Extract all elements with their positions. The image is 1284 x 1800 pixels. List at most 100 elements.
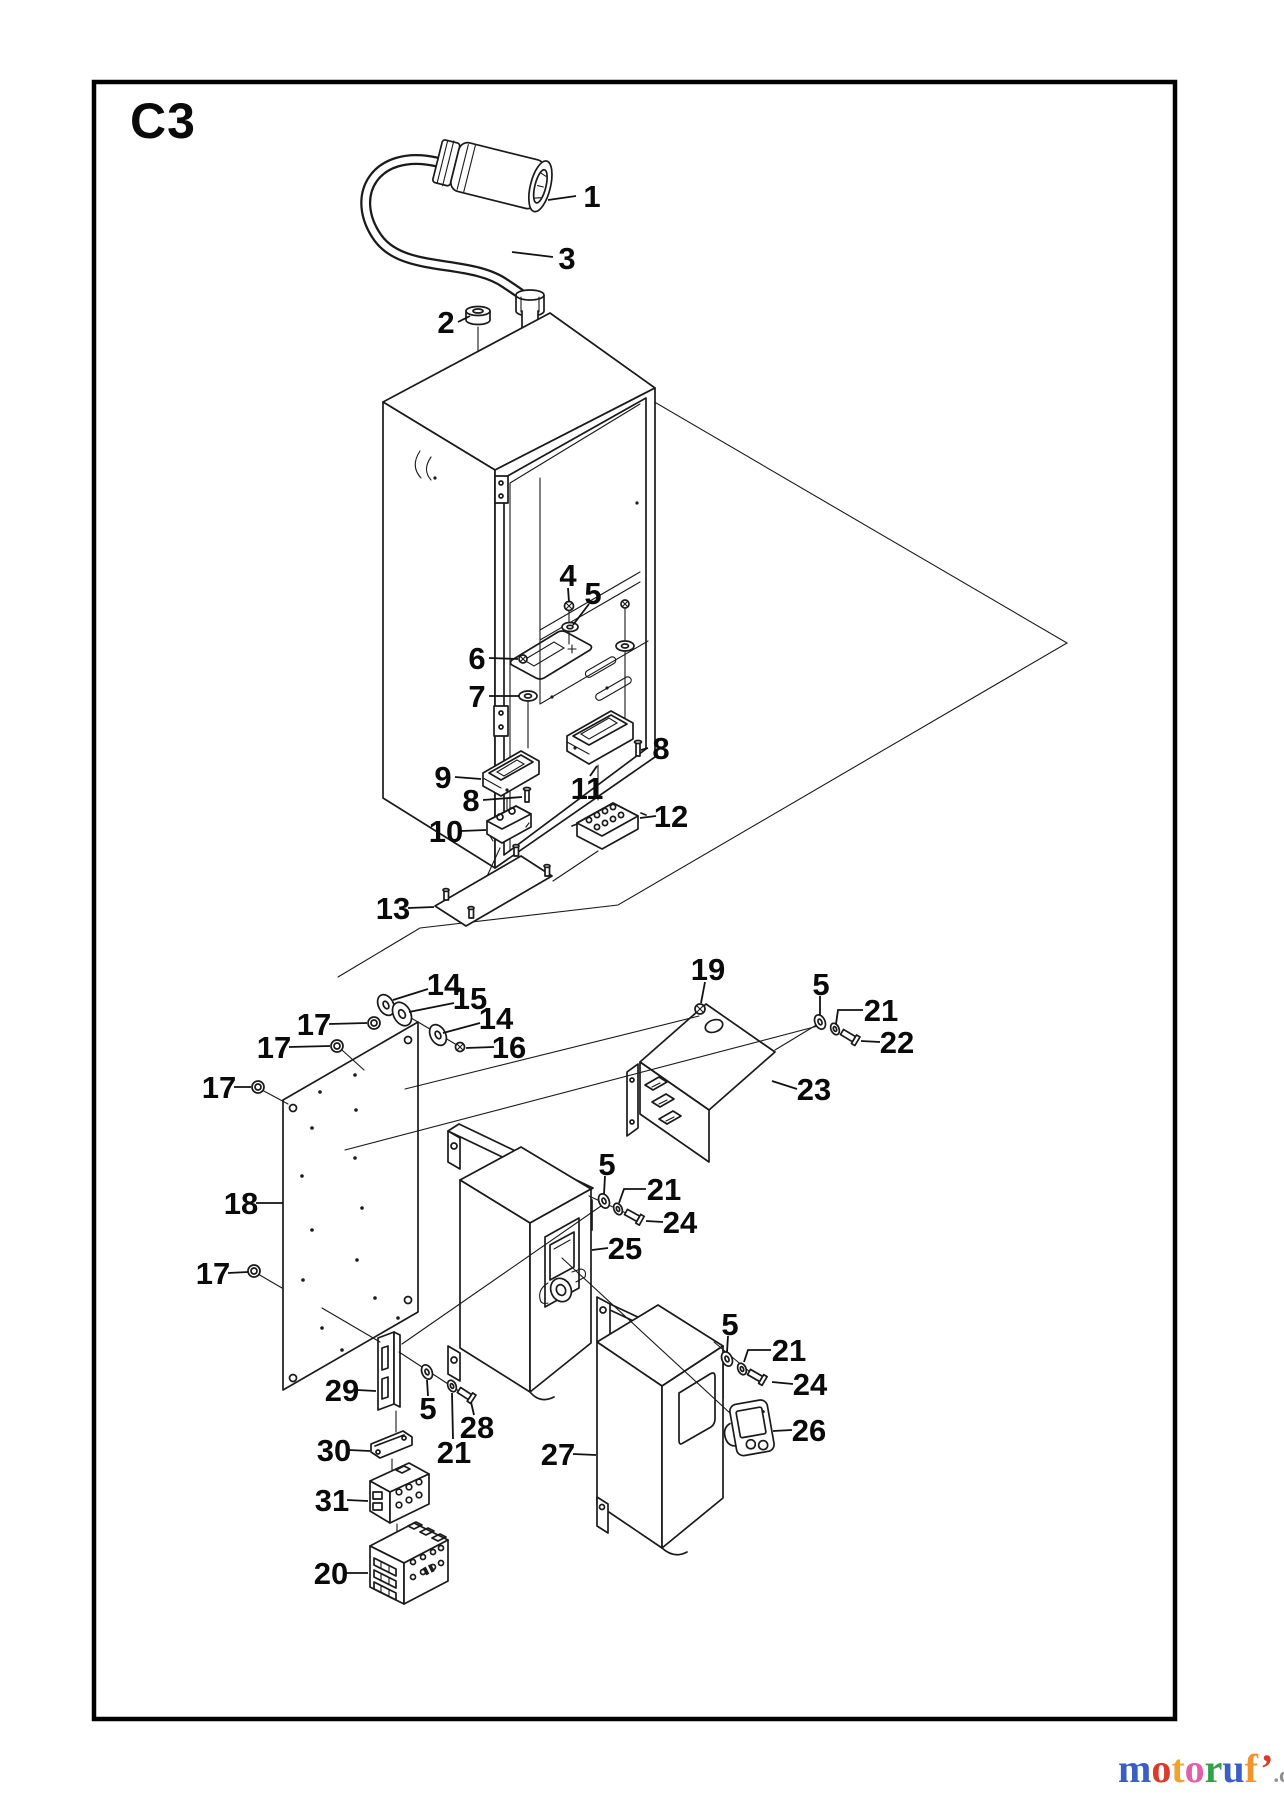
- washer-5c: [597, 1193, 611, 1209]
- callout-23-25: 23: [797, 1072, 831, 1107]
- circuit-breaker-31: [369, 1462, 430, 1542]
- callout-6-5: 6: [468, 641, 485, 676]
- hinge-bottom: [493, 705, 509, 737]
- leader-line-3: [511, 251, 554, 258]
- gasket-tray-9: [482, 750, 540, 797]
- callout-18-26: 18: [224, 1186, 258, 1221]
- leader-line-4: [567, 587, 570, 603]
- logo-domain-suffix: .de: [1273, 1762, 1284, 1787]
- callout-30-41: 30: [317, 1433, 351, 1468]
- leader-line-21: [743, 1349, 771, 1363]
- screw-8-right: [633, 739, 643, 757]
- inverter-25: [447, 1123, 594, 1401]
- logo-letter: ’: [1260, 1746, 1274, 1791]
- washer-5-floor-left: [561, 621, 579, 633]
- motoruf-logo[interactable]: motoruf’.de: [1118, 1748, 1284, 1796]
- screw-28: [456, 1386, 477, 1405]
- screw-8-left: [522, 786, 532, 803]
- callout-5-22: 5: [812, 967, 829, 1002]
- callout-25-31: 25: [608, 1231, 642, 1266]
- callout-8-7: 8: [652, 731, 669, 766]
- washer-21d: [446, 1379, 458, 1393]
- leader-line-21: [451, 1392, 454, 1440]
- washer-7: [518, 690, 538, 702]
- bracket-30: [370, 1430, 413, 1478]
- washer-14a: [376, 993, 396, 1017]
- logo-letter: f: [1244, 1746, 1261, 1791]
- callout-27-36: 27: [541, 1437, 575, 1472]
- callout-14-14: 14: [427, 967, 462, 1002]
- hinge-top: [494, 475, 509, 504]
- inverter-display: [544, 1217, 580, 1308]
- leader-line-11: [589, 765, 598, 777]
- floor-fasteners: [518, 599, 635, 749]
- contactor-box-23: [626, 1003, 819, 1163]
- leader-line-23: [771, 1080, 798, 1090]
- screw-19: [694, 1003, 706, 1015]
- screw-16: [454, 1041, 466, 1053]
- leader-line-15: [408, 1002, 455, 1013]
- leader-line-16: [465, 1046, 495, 1049]
- leader-line-5: [726, 1335, 729, 1353]
- callout-13-13: 13: [376, 891, 410, 926]
- callout-14-16: 14: [479, 1001, 514, 1036]
- mounting-plate-13: [434, 843, 553, 927]
- callout-19-21: 19: [691, 952, 725, 987]
- mains-plug: [431, 139, 553, 213]
- screw-24b: [746, 1368, 768, 1387]
- callout-21-33: 21: [772, 1333, 806, 1368]
- washer-5b: [813, 1014, 827, 1030]
- callout-24-30: 24: [663, 1205, 698, 1240]
- din-rail-29: [377, 1331, 401, 1433]
- callout-15-15: 15: [453, 981, 487, 1016]
- page-border-frame: [91, 79, 1178, 1722]
- nut-17d: [247, 1264, 261, 1278]
- leader-line-17: [288, 1045, 331, 1048]
- leader-line-9: [454, 776, 482, 780]
- callout-17-20: 17: [202, 1070, 236, 1105]
- leader-line-13: [407, 906, 435, 909]
- callout-9-8: 9: [434, 760, 451, 795]
- box-23-bracket: [626, 1063, 639, 1137]
- callout-12-12: 12: [654, 799, 688, 834]
- leader-line-19: [700, 981, 706, 1004]
- callout-5-38: 5: [419, 1391, 436, 1426]
- leader-line-27: [572, 1453, 597, 1456]
- logo-letter: m: [1118, 1746, 1152, 1791]
- leader-line-8: [640, 747, 649, 751]
- washer-21b: [612, 1202, 624, 1216]
- leader-line-17: [328, 1022, 368, 1025]
- callout-7-6: 7: [468, 679, 485, 714]
- leader-line-5: [603, 1175, 606, 1195]
- callout-10-10: 10: [429, 814, 463, 849]
- cover-keypad-window: [678, 1372, 716, 1445]
- callout-4-3: 4: [559, 558, 577, 593]
- logo-letter: u: [1222, 1746, 1245, 1791]
- keypad-26: [723, 1399, 775, 1457]
- leader-line-6: [488, 657, 519, 660]
- callout-17-27: 17: [196, 1256, 230, 1291]
- callout-31-42: 31: [315, 1483, 349, 1518]
- detail-pointer-lines: [337, 347, 1069, 978]
- leader-line-5: [426, 1379, 429, 1397]
- washer-21a: [829, 1022, 841, 1036]
- mounting-panel-18: [282, 1021, 419, 1391]
- leader-line-21: [618, 1188, 646, 1204]
- washer-15: [391, 1001, 413, 1027]
- callout-17-19: 17: [257, 1030, 291, 1065]
- callout-5-28: 5: [598, 1147, 615, 1182]
- leader-line-28: [470, 1401, 475, 1416]
- leader-line-10: [460, 829, 487, 832]
- callout-8-9: 8: [462, 783, 479, 818]
- callout-11-11: 11: [571, 771, 604, 806]
- logo-letter: r: [1204, 1746, 1223, 1791]
- leader-line-30: [348, 1449, 371, 1452]
- logo-wordmark: motoruf’: [1118, 1746, 1274, 1791]
- callout-24-34: 24: [793, 1367, 828, 1402]
- gasket-tray-11: [566, 710, 634, 765]
- callout-17-18: 17: [297, 1007, 331, 1042]
- screw-24a: [623, 1208, 646, 1226]
- box-23-terminals: [644, 1076, 682, 1125]
